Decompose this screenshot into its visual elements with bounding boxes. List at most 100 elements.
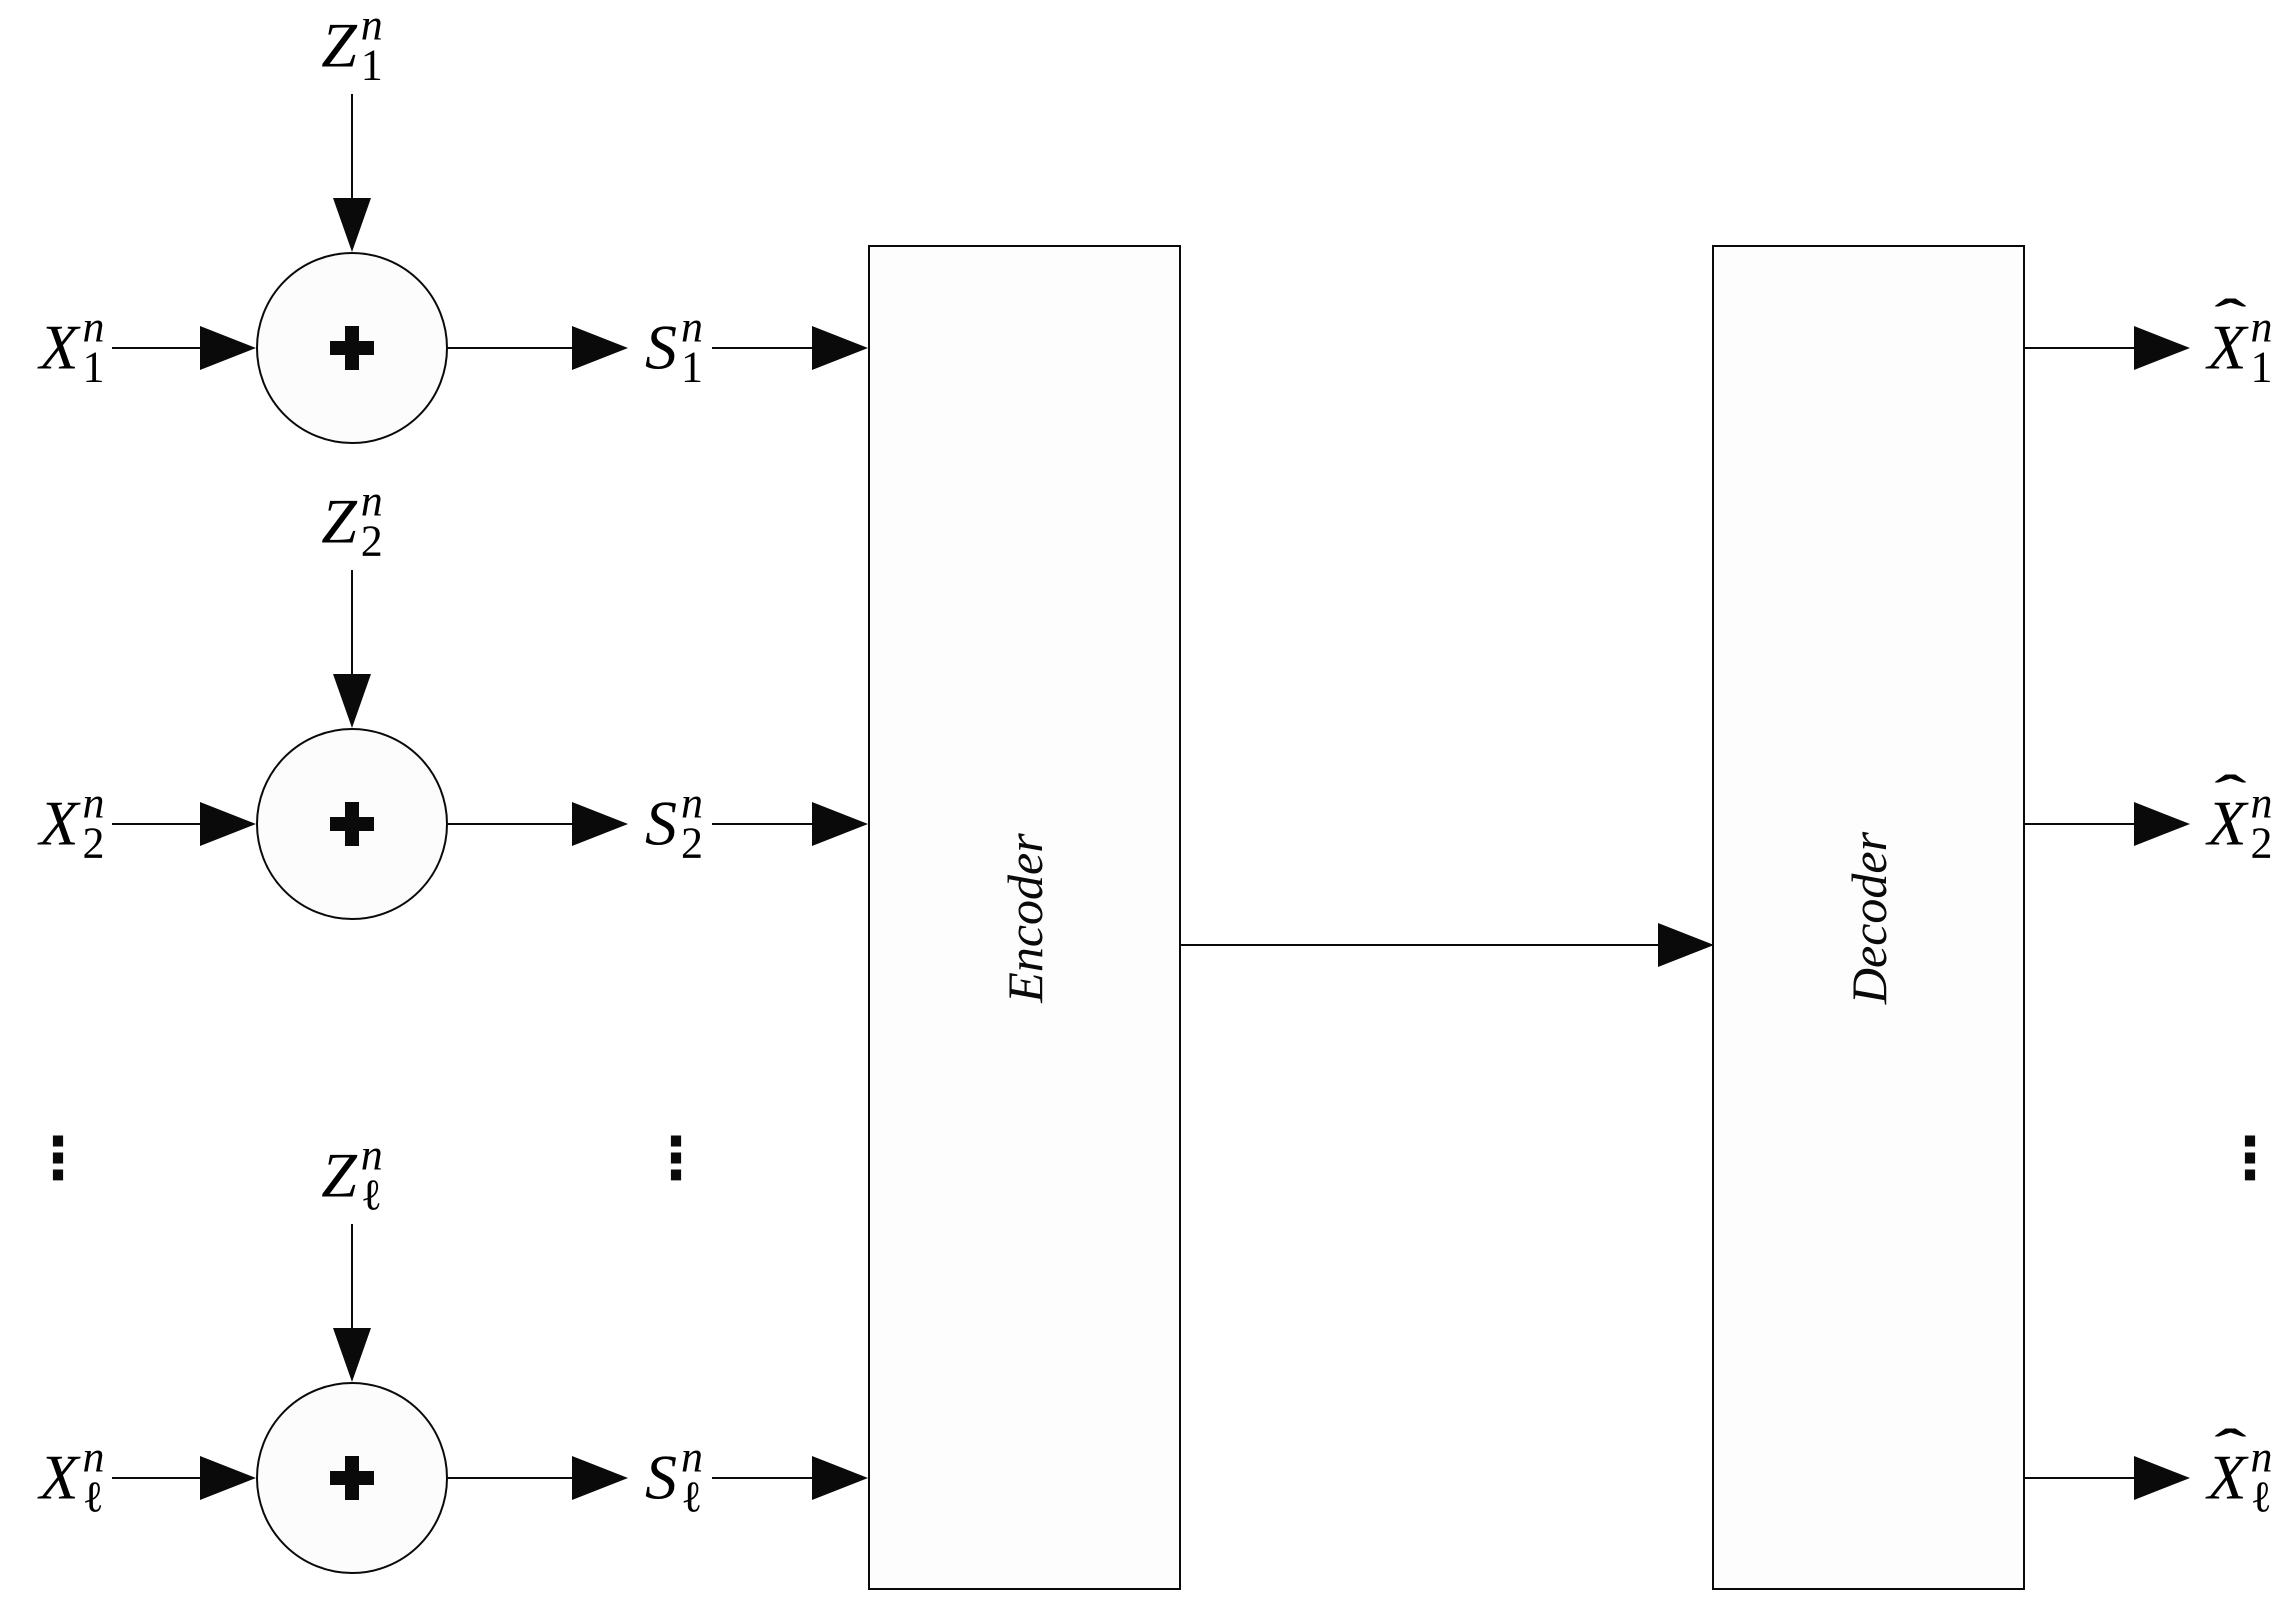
vertical-ellipsis-signals: ⋮ — [647, 1124, 705, 1192]
math-scripts: n 2 — [360, 476, 383, 566]
plus-icon — [330, 1456, 374, 1500]
arrowhead-right-icon — [2134, 1456, 2190, 1500]
math-scripts: n ℓ — [360, 1130, 383, 1220]
math-superscript: n — [360, 1130, 383, 1180]
arrowhead-right-icon — [1658, 923, 1714, 967]
math-base: X — [39, 788, 79, 859]
math-superscript: n — [82, 1432, 105, 1482]
arrowhead-right-icon — [572, 1456, 628, 1500]
math-subscript: ℓ — [2250, 1473, 2272, 1522]
math-subscript: ℓ — [681, 1473, 703, 1522]
noise-label-zl: Z n ℓ — [321, 1130, 383, 1220]
encoder-input-line — [712, 823, 814, 825]
math-base: X — [39, 1442, 79, 1513]
input-arrow-line — [112, 823, 204, 825]
math-base: Z — [321, 486, 357, 557]
math-base-letter: X — [2207, 788, 2247, 859]
noise-arrow-line — [351, 94, 353, 198]
arrowhead-down-icon — [333, 674, 371, 728]
arrowhead-right-icon — [2134, 326, 2190, 370]
input-arrow-line — [112, 347, 204, 349]
arrowhead-right-icon — [812, 1456, 868, 1500]
math-scripts: n 1 — [681, 302, 703, 392]
math-scripts: n ℓ — [681, 1432, 703, 1522]
input-label-xl: X n ℓ — [39, 1432, 105, 1522]
math-subscript: 1 — [82, 343, 105, 392]
math-subscript: 1 — [2250, 343, 2273, 392]
noise-arrow-line — [351, 570, 353, 674]
math-scripts: n ℓ — [82, 1432, 105, 1522]
math-superscript: n — [681, 302, 703, 352]
math-superscript: n — [360, 0, 383, 50]
math-subscript: 1 — [360, 41, 383, 90]
math-subscript: ℓ — [360, 1171, 382, 1220]
noise-label-z1: Z n 1 — [321, 0, 383, 90]
math-base-letter: X — [2207, 1442, 2247, 1513]
math-superscript: n — [2250, 302, 2273, 352]
signal-label-sl: S n ℓ — [645, 1432, 703, 1522]
input-label-x2: X n 2 — [39, 781, 105, 868]
arrowhead-down-icon — [333, 1328, 371, 1382]
arrowhead-right-icon — [200, 802, 256, 846]
arrowhead-down-icon — [333, 198, 371, 252]
input-label-x1: X n 1 — [39, 302, 105, 392]
math-scripts: n 1 — [82, 302, 105, 392]
arrowhead-right-icon — [200, 326, 256, 370]
math-scripts: n 1 — [360, 0, 383, 90]
math-superscript: n — [681, 778, 703, 828]
math-superscript: n — [2250, 778, 2273, 828]
arrowhead-right-icon — [200, 1456, 256, 1500]
math-base: Z — [321, 10, 357, 81]
math-base: Z — [321, 1140, 357, 1211]
math-superscript: n — [2250, 1432, 2273, 1482]
math-base: S — [645, 1442, 677, 1513]
math-subscript: ℓ — [82, 1473, 104, 1522]
signal-label-s2: S n 2 — [645, 778, 703, 868]
sum-output-line — [448, 1477, 574, 1479]
decoder-label: Decoder — [1840, 831, 1897, 1004]
math-scripts: n 2 — [2250, 778, 2273, 866]
math-scripts: n 2 — [82, 781, 105, 868]
noise-label-z2: Z n 2 — [321, 476, 383, 566]
math-superscript: n — [82, 302, 105, 352]
math-superscript: n — [681, 1432, 703, 1482]
encoder-box: Encoder — [868, 245, 1181, 1590]
arrowhead-right-icon — [812, 326, 868, 370]
math-base: X — [39, 312, 79, 383]
math-subscript: 2 — [681, 819, 703, 868]
sum-output-line — [448, 823, 574, 825]
math-base-letter: X — [2207, 312, 2247, 383]
arrowhead-right-icon — [812, 802, 868, 846]
math-subscript: 2 — [82, 819, 105, 868]
math-subscript: 1 — [681, 343, 703, 392]
encoder-input-line — [712, 347, 814, 349]
encoder-decoder-line — [1181, 944, 1658, 946]
vertical-ellipsis-inputs: ⋮ — [29, 1124, 87, 1192]
plus-icon — [330, 326, 374, 370]
sum-output-line — [448, 347, 574, 349]
math-scripts: n 1 — [2250, 302, 2273, 392]
decoder-box: Decoder — [1712, 245, 2025, 1590]
arrowhead-right-icon — [2134, 802, 2190, 846]
hat-accent: ˆ — [2213, 289, 2247, 347]
plus-icon — [330, 802, 374, 846]
arrowhead-right-icon — [572, 326, 628, 370]
math-subscript: 2 — [360, 517, 383, 566]
math-scripts: n ℓ — [2250, 1432, 2273, 1522]
arrowhead-right-icon — [572, 802, 628, 846]
math-scripts: n 2 — [681, 778, 703, 868]
math-superscript: n — [360, 476, 383, 526]
encoder-label: Encoder — [996, 832, 1053, 1003]
hat-accent: ˆ — [2213, 765, 2247, 823]
decoder-output-line — [2025, 347, 2135, 349]
decoder-output-line — [2025, 1477, 2135, 1479]
encoder-input-line — [712, 1477, 814, 1479]
math-base: S — [645, 788, 677, 859]
noise-arrow-line — [351, 1224, 353, 1328]
